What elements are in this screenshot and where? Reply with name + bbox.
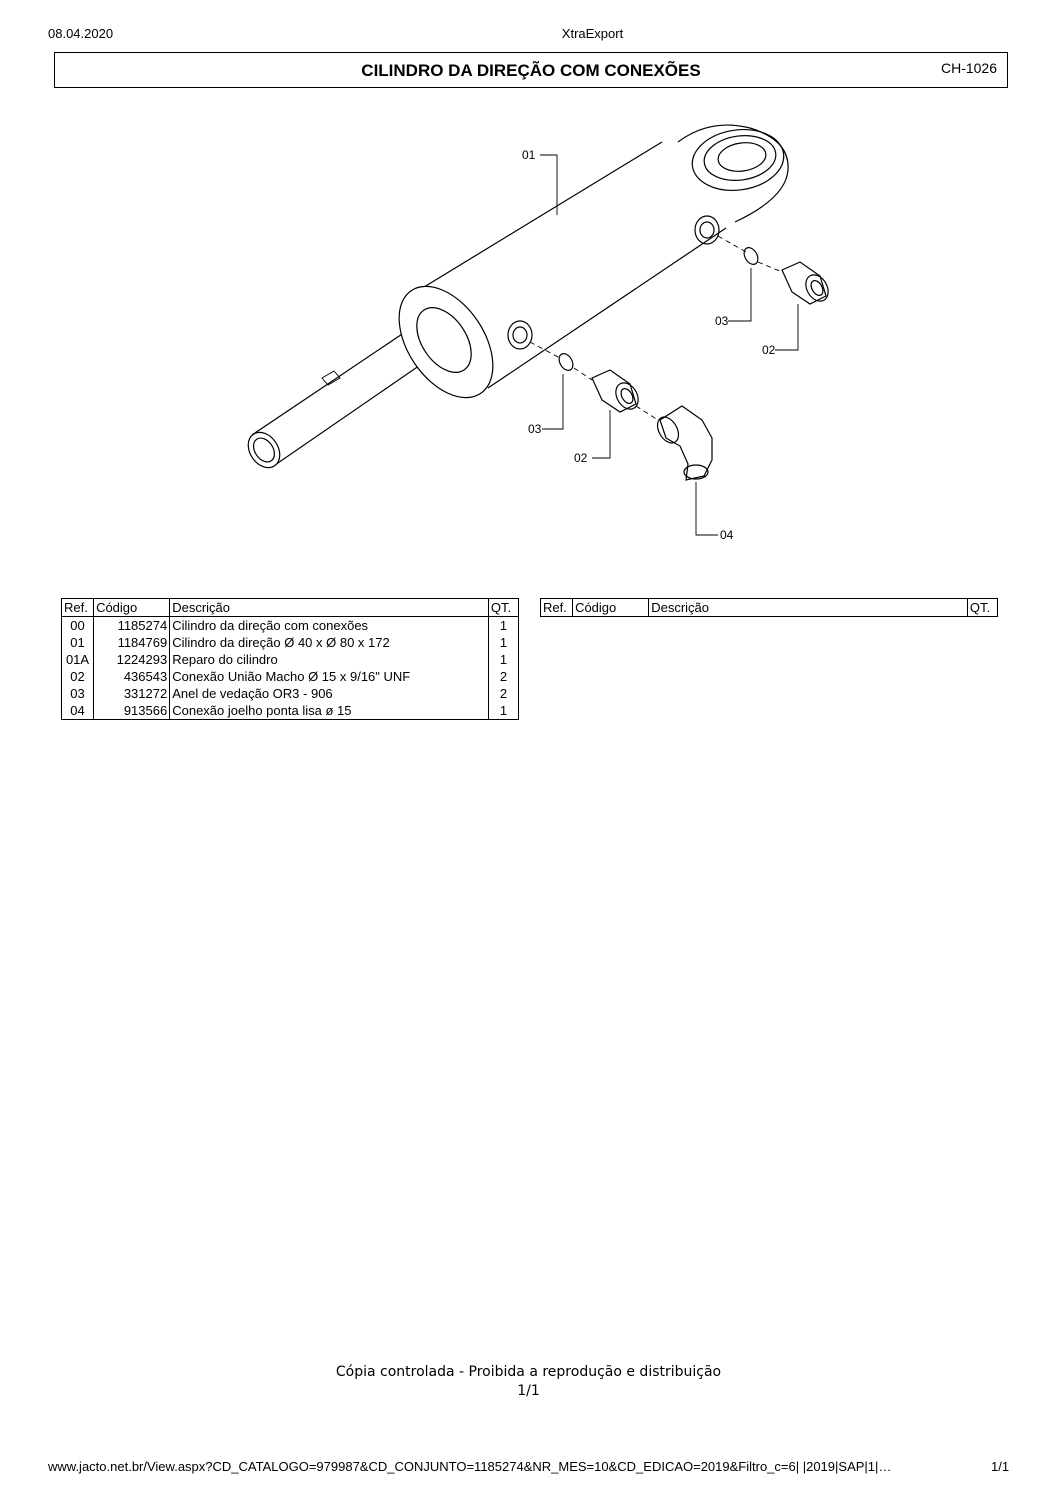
cell-codigo: 1185274 — [93, 616, 171, 634]
page-title: CILINDRO DA DIREÇÃO COM CONEXÕES — [361, 61, 701, 80]
cell-codigo: 331272 — [93, 685, 171, 702]
seal-ring-lower — [558, 353, 574, 371]
cell-ref: 01A — [60, 651, 95, 668]
callout-03-upper: 03 — [715, 314, 729, 328]
col-header-descricao: Descrição — [648, 598, 968, 617]
leader-lines — [540, 154, 799, 536]
col-header-codigo: Código — [572, 598, 650, 617]
source-url: www.jacto.net.br/View.aspx?CD_CATALOGO=9… — [48, 1459, 892, 1474]
cell-codigo: 913566 — [93, 702, 171, 720]
cell-codigo: 436543 — [93, 668, 171, 685]
cell-qt: 2 — [487, 668, 520, 685]
callout-02-lower: 02 — [574, 451, 588, 465]
assembly-axes — [529, 235, 783, 421]
col-header-ref: Ref. — [539, 598, 574, 617]
table-row: 01 1184769 Cilindro da direção Ø 40 x Ø … — [60, 634, 520, 651]
print-date: 08.04.2020 — [48, 26, 114, 41]
union-fitting-upper — [781, 261, 829, 305]
cell-codigo: 1224293 — [93, 651, 171, 668]
seal-ring-upper — [743, 247, 759, 265]
cell-descricao: Cilindro da direção Ø 40 x Ø 80 x 172 — [169, 634, 489, 651]
parts-table-continued: Ref. Código Descrição QT. — [539, 598, 999, 617]
col-header-descricao: Descrição — [169, 598, 489, 617]
cell-descricao: Anel de vedação OR3 - 906 — [169, 685, 489, 702]
cylinder-eye — [677, 124, 789, 223]
assembly-code: CH-1026 — [940, 60, 997, 76]
cell-ref: 01 — [60, 634, 95, 651]
union-fitting-lower — [591, 369, 639, 413]
cell-ref: 04 — [60, 702, 95, 720]
print-page-number: 1/1 — [991, 1459, 1010, 1474]
cell-descricao: Conexão União Macho Ø 15 x 9/16" UNF — [169, 668, 489, 685]
table-row: 01A 1224293 Reparo do cilindro 1 — [60, 651, 520, 668]
table-row: 00 1185274 Cilindro da direção com conex… — [60, 616, 520, 634]
cell-codigo: 1184769 — [93, 634, 171, 651]
col-header-qt: QT. — [487, 598, 520, 617]
footer-notice: Cópia controlada - Proibida a reprodução… — [0, 1363, 1057, 1401]
table-row: 04 913566 Conexão joelho ponta lisa ø 15… — [60, 702, 520, 720]
title-box: CILINDRO DA DIREÇÃO COM CONEXÕES CH-1026 — [54, 52, 1008, 88]
copy-notice: Cópia controlada - Proibida a reprodução… — [335, 1364, 722, 1380]
table-row: 03 331272 Anel de vedação OR3 - 906 2 — [60, 685, 520, 702]
piston-rod — [247, 317, 443, 469]
callout-01: 01 — [522, 148, 536, 162]
cell-qt: 2 — [487, 685, 520, 702]
callout-03-lower: 03 — [528, 422, 542, 436]
col-header-qt: QT. — [966, 598, 999, 617]
cell-qt: 1 — [487, 616, 520, 634]
cell-ref: 02 — [60, 668, 95, 685]
cell-ref: 03 — [60, 685, 95, 702]
callout-04: 04 — [720, 528, 734, 542]
cell-qt: 1 — [487, 702, 520, 720]
callout-02-upper: 02 — [762, 343, 776, 357]
cell-descricao: Reparo do cilindro — [169, 651, 489, 668]
col-header-ref: Ref. — [60, 598, 95, 617]
elbow-fitting — [656, 405, 713, 481]
parts-table: Ref. Código Descrição QT. 00 1185274 Cil… — [60, 598, 520, 720]
exploded-view-diagram: 01 03 02 03 02 04 — [247, 124, 829, 542]
col-header-codigo: Código — [93, 598, 171, 617]
table-row: 02 436543 Conexão União Macho Ø 15 x 9/1… — [60, 668, 520, 685]
cell-ref: 00 — [60, 616, 95, 634]
app-name: XtraExport — [561, 26, 624, 41]
cell-descricao: Conexão joelho ponta lisa ø 15 — [169, 702, 489, 720]
page-number: 1/1 — [517, 1383, 540, 1399]
cell-qt: 1 — [487, 651, 520, 668]
cell-qt: 1 — [487, 634, 520, 651]
cell-descricao: Cilindro da direção com conexões — [169, 616, 489, 634]
cylinder-barrel — [398, 141, 727, 399]
